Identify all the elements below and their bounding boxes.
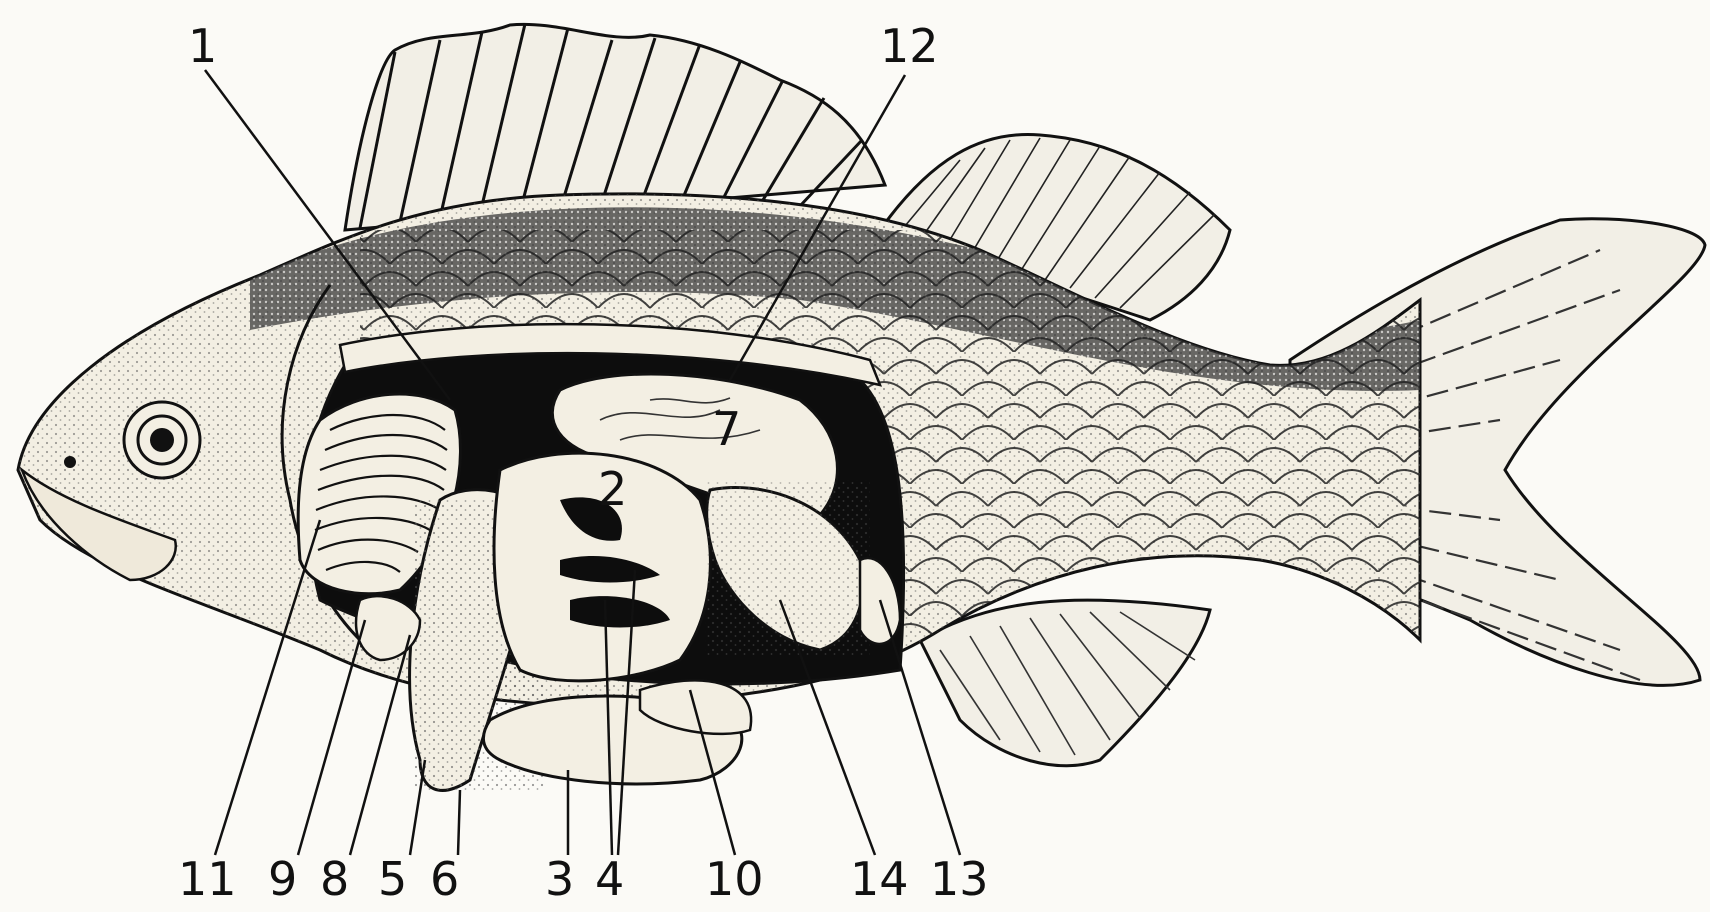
label-3: 3	[545, 852, 574, 906]
label-4: 4	[595, 852, 624, 906]
label-2: 2	[598, 462, 627, 516]
label-6: 6	[430, 852, 459, 906]
label-9: 9	[268, 852, 297, 906]
label-12: 12	[880, 19, 939, 73]
label-13: 13	[930, 852, 989, 906]
label-5: 5	[378, 852, 407, 906]
label-1: 1	[188, 19, 217, 73]
anal-fin	[920, 600, 1210, 766]
gonad	[705, 480, 870, 655]
label-7: 7	[712, 402, 741, 456]
label-10: 10	[705, 852, 764, 906]
label-14: 14	[850, 852, 909, 906]
label-8: 8	[320, 852, 349, 906]
label-11: 11	[178, 852, 237, 906]
